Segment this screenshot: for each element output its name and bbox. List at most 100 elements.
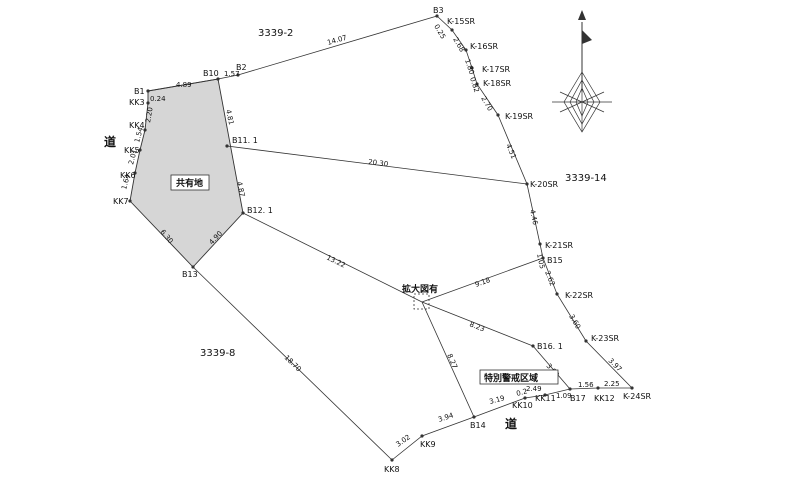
label-b3: B3 <box>433 6 444 15</box>
label-k24: K-24SR <box>623 392 652 401</box>
dist-west-3: 1.54 <box>133 126 145 144</box>
point-kk9 <box>420 434 424 438</box>
dist-kk10-kk11: 2.49 <box>526 385 542 393</box>
point-b13 <box>191 265 195 269</box>
point-b3 <box>435 14 439 18</box>
special-zone-label-box <box>479 369 559 385</box>
label-b13: B13 <box>182 270 198 279</box>
point-kk12 <box>596 386 600 390</box>
dist-k15-k16: 2.68 <box>451 36 466 54</box>
label-b10: B10 <box>203 69 219 78</box>
dist-b12-enl: 13.22 <box>325 254 347 270</box>
point-b17 <box>568 387 572 391</box>
point-k19 <box>496 113 500 117</box>
dist-kk12-k24: 2.25 <box>604 380 620 388</box>
dist-b1-b10: 4.89 <box>176 81 192 89</box>
dist-enl-b14: 8.27 <box>445 353 459 370</box>
dist-b17-kk12: 1.56 <box>578 381 594 389</box>
enlarged-view-label: 拡大図有 <box>402 283 438 295</box>
label-k15: K-15SR <box>447 17 476 26</box>
point-k16 <box>464 48 468 52</box>
point-k23 <box>584 339 588 343</box>
north-arrow-icon <box>552 10 612 133</box>
label-k18: K-18SR <box>483 79 512 88</box>
point-b11 <box>225 144 229 148</box>
label-b1: B1 <box>134 87 145 96</box>
label-k17: K-17SR <box>482 65 511 74</box>
point-b14 <box>472 415 476 419</box>
dist-west-5: 2.20 <box>144 107 155 124</box>
label-kk3: KK3 <box>129 98 145 107</box>
label-b15: B15 <box>547 256 563 265</box>
road-label-south: 道 <box>505 416 517 431</box>
label-kk5: KK5 <box>124 146 140 155</box>
dist-k16-k17: 1.80 <box>463 58 475 75</box>
label-kk7: KK7 <box>113 197 129 206</box>
dist-b3-k15: 0.25 <box>432 23 447 41</box>
point-b10 <box>216 77 220 81</box>
point-kk3 <box>146 101 150 105</box>
dist-west-4: 0.24 <box>150 95 166 103</box>
point-b1 <box>146 89 150 93</box>
point-b16 <box>531 344 535 348</box>
label-b16: B16. 1 <box>537 342 563 351</box>
label-b17: B17 <box>570 394 586 403</box>
dist-enl-b16: 8.23 <box>468 320 485 333</box>
label-b14: B14 <box>470 421 486 430</box>
parcel-label-southwest: 3339-8 <box>200 348 235 359</box>
dist-kk9-b14: 3.94 <box>437 411 455 424</box>
point-kk8 <box>390 458 394 462</box>
label-b11: B11. 1 <box>232 136 258 145</box>
label-k23: K-23SR <box>591 334 620 343</box>
dist-west-2: 2.01 <box>127 148 139 165</box>
boundary-lines <box>147 15 633 461</box>
enlarged-view-box <box>413 293 430 310</box>
road-label-west: 道 <box>104 134 116 149</box>
dist-b14-kk10: 3.19 <box>488 394 505 406</box>
dist-b13-kk8: 18.70 <box>283 354 303 374</box>
label-kk10: KK10 <box>512 401 533 410</box>
dist-k22-k23: 3.60 <box>567 313 582 331</box>
point-b15 <box>541 256 545 260</box>
shared-land-label: 共有地 <box>176 177 203 189</box>
dist-k18-k19: 2.70 <box>479 95 494 113</box>
special-zone-label: 特別警戒区域 <box>484 372 538 384</box>
label-kk6: KK6 <box>120 171 136 180</box>
shared-land-area <box>129 78 244 268</box>
dist-small-1: 0.2 <box>515 387 528 398</box>
dist-k21-b15: 1.05 <box>535 253 546 270</box>
dist-kk11-b17: 1.09 <box>556 392 572 400</box>
label-kk12: KK12 <box>594 394 615 403</box>
parcel-label-east: 3339-14 <box>565 173 607 184</box>
point-kk10 <box>523 396 527 400</box>
parcel-label-north: 3339-2 <box>258 28 293 39</box>
label-b2: B2 <box>236 63 247 72</box>
dist-enl-b15: 9.18 <box>474 276 491 289</box>
label-kk4: KK4 <box>129 121 145 130</box>
point-k22 <box>555 292 559 296</box>
label-k22: K-22SR <box>565 291 594 300</box>
shared-land-label-box <box>170 174 210 191</box>
dist-k19-k20: 4.51 <box>504 143 517 160</box>
point-kk4 <box>143 128 147 132</box>
dist-b11-k20: 20.30 <box>368 158 389 168</box>
point-kk11 <box>543 393 547 397</box>
point-k18 <box>475 82 479 86</box>
point-labels: B1 KK3 KK4 KK5 KK6 KK7 B10 B2 B3 B11. 1 … <box>113 6 652 474</box>
dist-b11-b12: 4.87 <box>235 181 246 198</box>
point-kk5 <box>138 148 142 152</box>
label-k20: K-20SR <box>530 180 559 189</box>
dist-b2-b3: 14.07 <box>326 34 347 47</box>
dist-b10-b2: 1.57 <box>224 70 240 78</box>
label-kk8: KK8 <box>384 465 400 474</box>
point-k20 <box>525 182 529 186</box>
dist-west-1: 1.64 <box>120 173 132 191</box>
label-k21: K-21SR <box>545 241 574 250</box>
dist-k17-k18: 0.82 <box>468 76 480 93</box>
point-kk6 <box>133 171 137 175</box>
point-k17 <box>470 66 474 70</box>
survey-points <box>128 14 634 462</box>
dist-k20-k21: 4.46 <box>528 209 539 226</box>
label-k16: K-16SR <box>470 42 499 51</box>
